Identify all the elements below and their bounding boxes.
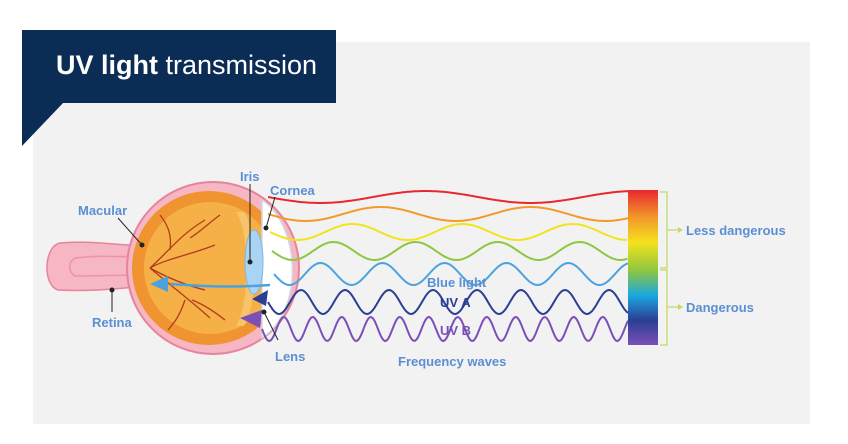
leader-lines (111, 184, 279, 341)
title-banner-tail (22, 102, 64, 146)
less-dangerous-arrow-icon (678, 227, 683, 233)
eyeball-interior (144, 202, 276, 334)
wave-blue (273, 261, 629, 287)
blue-light-arrow (169, 282, 271, 288)
wave-yellow (269, 223, 628, 241)
optic-nerve (46, 241, 151, 292)
label-uva: UV A (440, 295, 471, 310)
wave-uva (267, 288, 629, 316)
label-iris: Iris (240, 169, 260, 184)
optic-nerve-inner (69, 255, 151, 277)
label-dangerous: Dangerous (686, 300, 754, 315)
wave-uvb (261, 315, 629, 343)
label-retina: Retina (92, 315, 133, 330)
page-title: UV light transmission (56, 50, 317, 81)
wave-orange (267, 206, 629, 222)
uva-arrowhead (252, 290, 268, 306)
range-brackets (660, 191, 678, 346)
frequency-waves (261, 190, 629, 343)
title-bold: UV light (56, 50, 158, 80)
title-rest: transmission (158, 50, 318, 80)
spectrum-bar (628, 190, 658, 345)
label-blue-light: Blue light (427, 275, 487, 290)
uvb-arrowhead (240, 310, 262, 328)
retina-veins (149, 214, 226, 331)
label-macular: Macular (78, 203, 127, 218)
blue-light-arrowhead (150, 276, 168, 292)
label-frequency-waves: Frequency waves (398, 354, 506, 369)
label-less-dangerous: Less dangerous (686, 223, 786, 238)
label-uvb: UV B (440, 323, 471, 338)
title-banner (22, 30, 336, 103)
label-lens: Lens (275, 349, 305, 364)
wave-green (271, 240, 628, 262)
wave-red (267, 190, 628, 204)
label-cornea: Cornea (270, 183, 316, 198)
leader-dots (109, 225, 269, 315)
dangerous-arrow-icon (678, 304, 683, 310)
